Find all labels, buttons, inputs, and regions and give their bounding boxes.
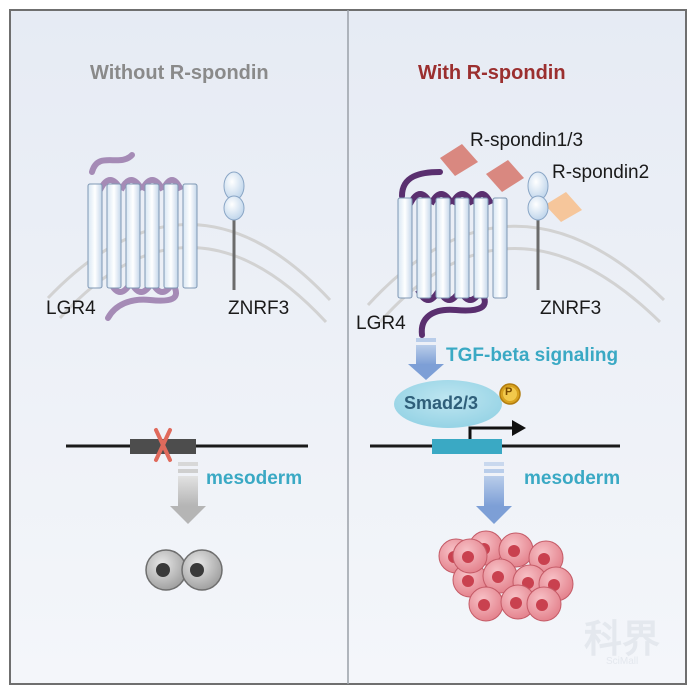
- cell-nucleus: [492, 571, 504, 583]
- left-panel-title: Without R-spondin: [90, 62, 269, 84]
- down-arrow-grey: [170, 462, 206, 524]
- down-arrow-blue: [476, 462, 512, 524]
- cell-nucleus: [508, 545, 520, 557]
- watermark-subtext: SciMall: [606, 656, 639, 667]
- znrf3-label-left: ZNRF3: [228, 298, 290, 319]
- gene-locus-left: [66, 428, 308, 462]
- r-spondin1-3-label: R-spondin1/3: [470, 130, 584, 151]
- cell-nucleus: [462, 575, 474, 587]
- signaling-arrow: [408, 338, 444, 380]
- mesoderm-label-left: mesoderm: [206, 468, 303, 489]
- blocked-x-icon: [154, 428, 172, 462]
- r-spondin1-3-ligands: [440, 144, 524, 192]
- phosphate-badge: [499, 383, 521, 405]
- gene-locus-right: [370, 420, 620, 454]
- znrf3-label-right: ZNRF3: [540, 298, 602, 319]
- r-spondin2-ligand: [545, 192, 582, 222]
- right-panel-title: With R-spondin: [418, 62, 566, 84]
- cell-nucleus: [536, 599, 548, 611]
- znrf3-receptor-left: [223, 171, 245, 290]
- smad2-3-label: Smad2/3: [404, 393, 479, 413]
- watermark-logo: 科界: [584, 616, 661, 661]
- undifferentiated-cells: [145, 549, 223, 591]
- tgf-beta-signaling-label: TGF-beta signaling: [446, 345, 619, 366]
- transcription-arrow-icon: [468, 426, 514, 439]
- lgr4-receptor-inactive: [87, 152, 198, 321]
- mesoderm-label-right: mesoderm: [524, 468, 621, 489]
- lgr4-label-left: LGR4: [46, 298, 96, 319]
- phosphate-label: P: [505, 386, 513, 398]
- lgr4-label-right: LGR4: [356, 313, 406, 334]
- smad2-3-complex: [394, 380, 502, 428]
- r-spondin2-label: R-spondin2: [552, 162, 650, 183]
- cell-nucleus: [538, 553, 550, 565]
- cell-nucleus: [510, 597, 522, 609]
- cell-nucleus: [478, 599, 490, 611]
- mesoderm-cell-cluster: [438, 530, 574, 622]
- cell-nucleus: [462, 551, 474, 563]
- znrf3-receptor-right: [527, 171, 549, 290]
- lgr4-receptor-active: [397, 169, 508, 338]
